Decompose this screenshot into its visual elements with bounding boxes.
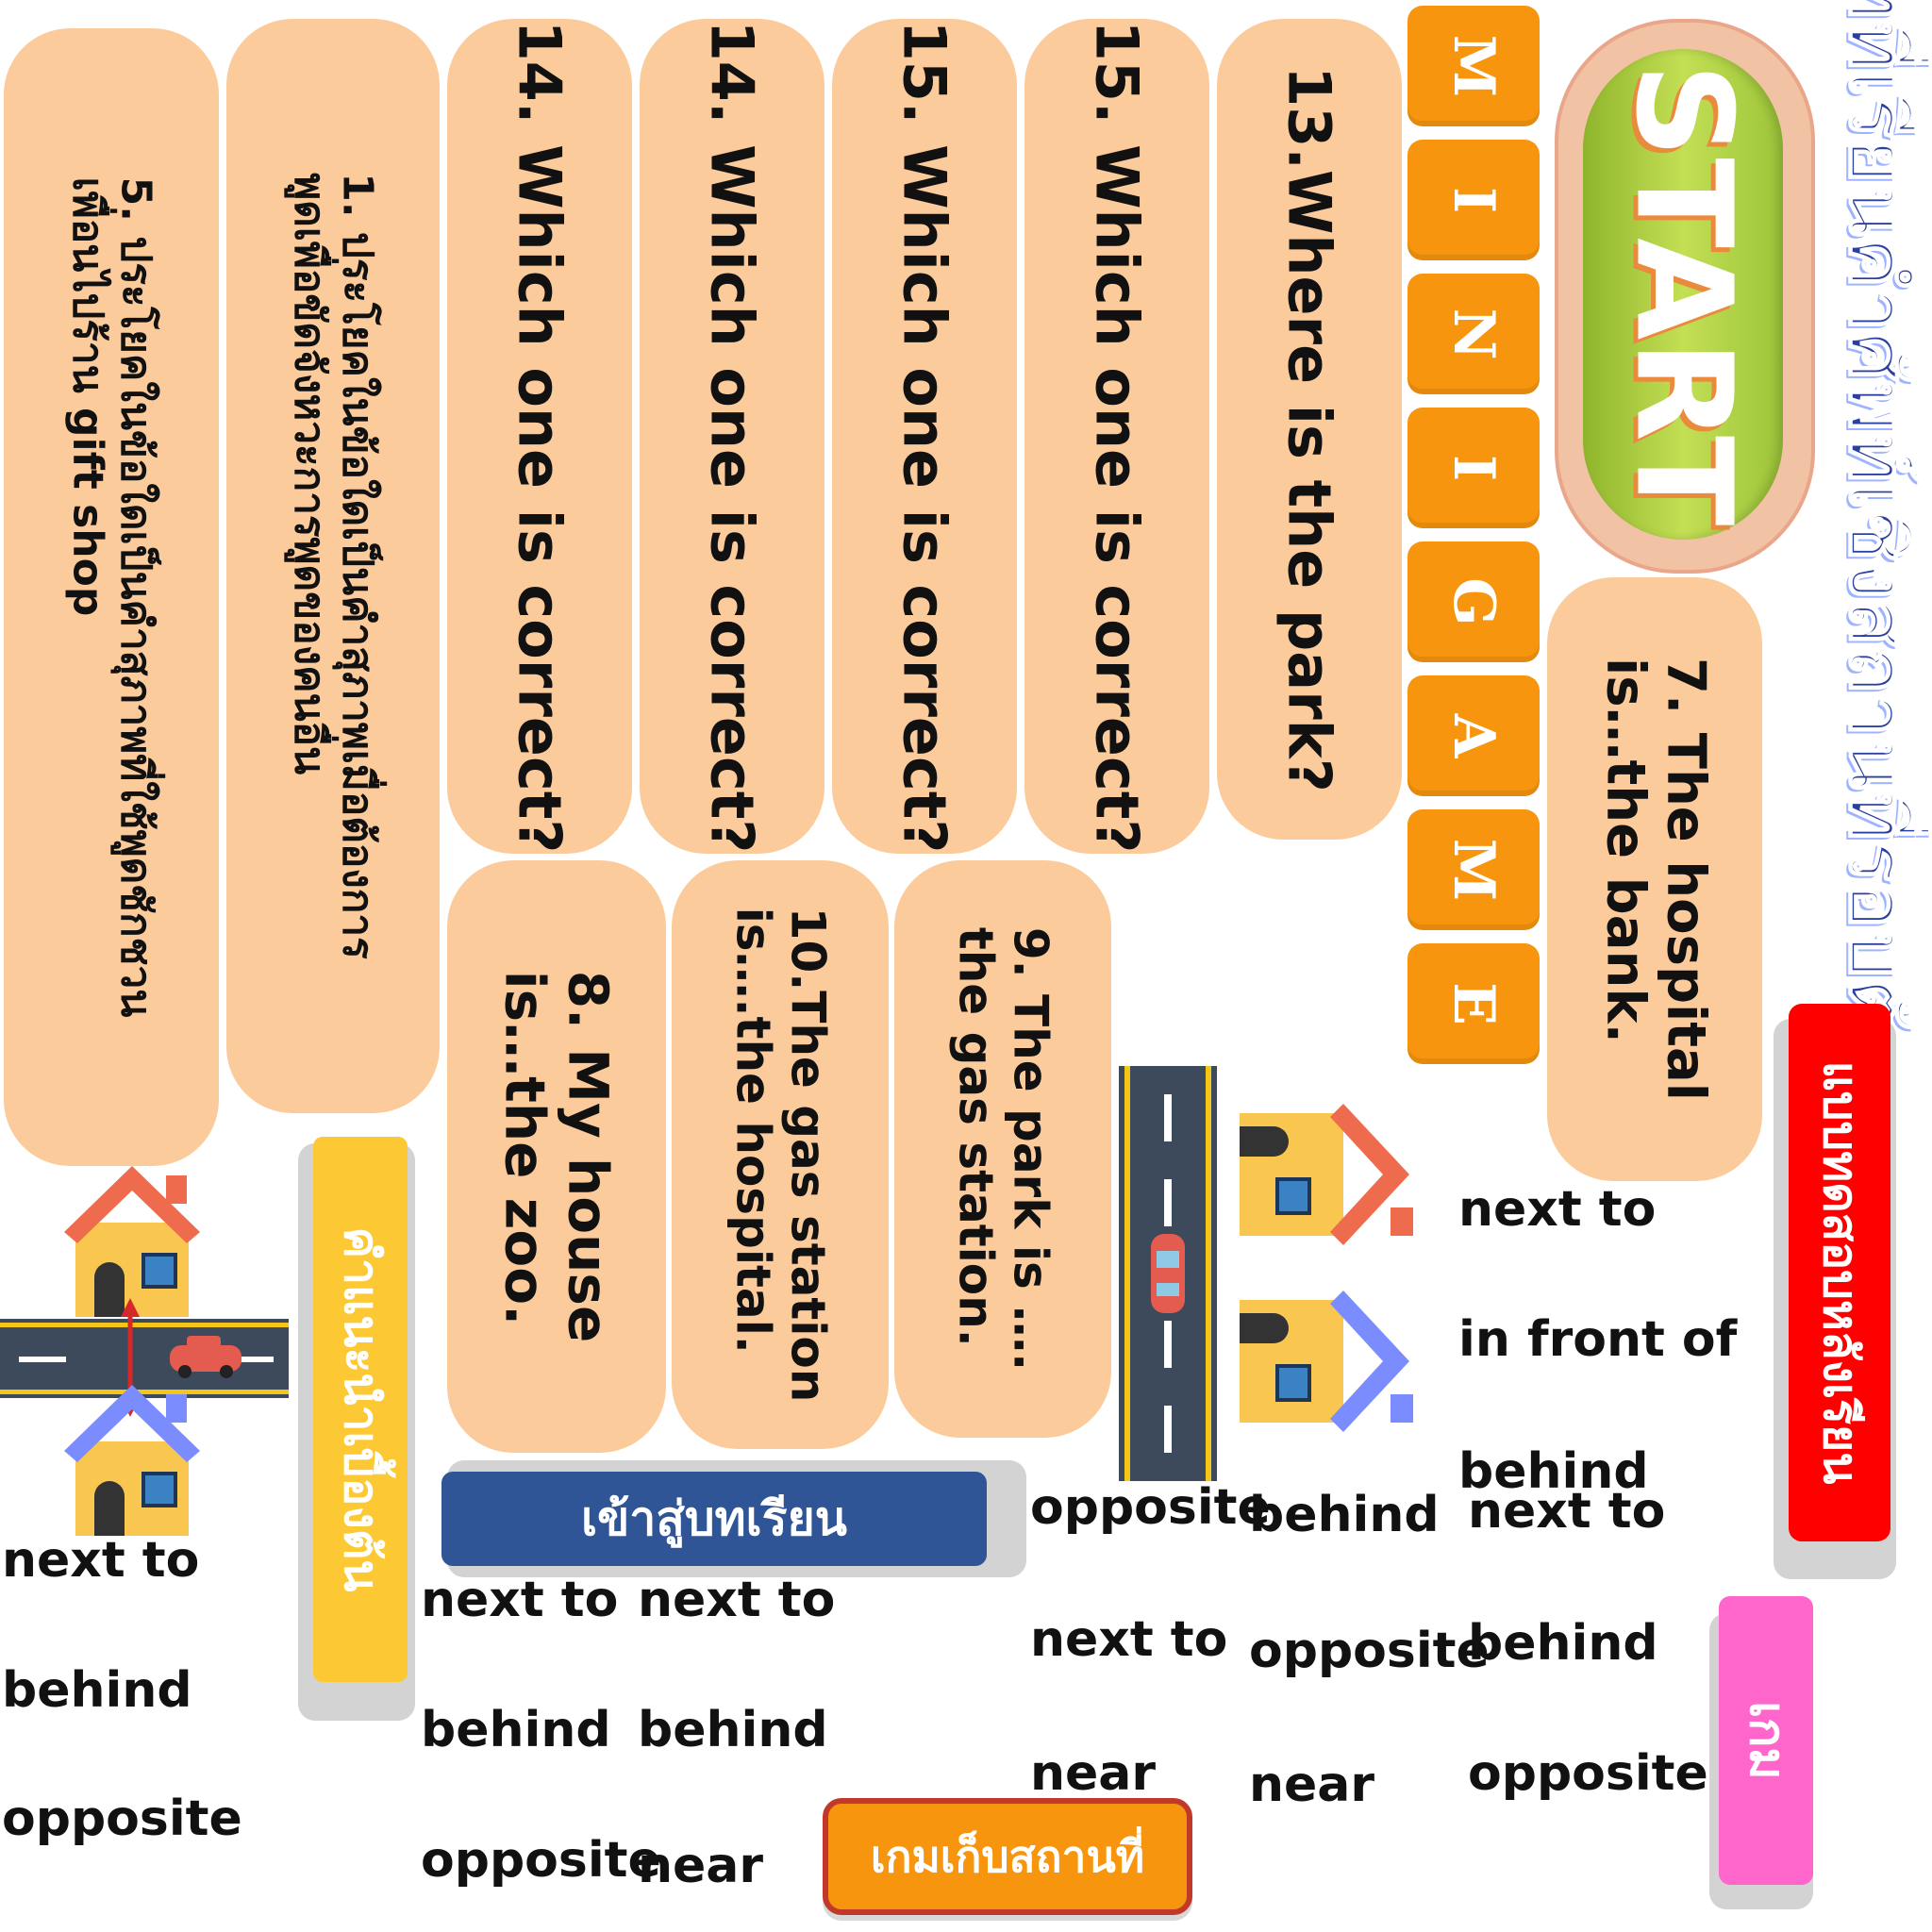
- collect-game-button[interactable]: เกมเก็บสถานที่: [823, 1798, 1192, 1915]
- option-q10-behind[interactable]: behind: [638, 1702, 828, 1758]
- intro-button[interactable]: คำแนะนำเบื้องต้น: [313, 1137, 408, 1682]
- question-card-10[interactable]: 10.The gas station is….the hospital.: [672, 860, 889, 1449]
- option-left-opposite[interactable]: opposite: [2, 1790, 242, 1847]
- option-left-next-to[interactable]: next to: [2, 1532, 200, 1589]
- option-q7-next-to[interactable]: next to: [1458, 1181, 1657, 1238]
- option-q7b-opposite[interactable]: opposite: [1468, 1745, 1708, 1802]
- minigame-tile-m2[interactable]: M: [1407, 809, 1540, 930]
- vertical-road-illustration: [1119, 1066, 1413, 1481]
- minigame-tile-a[interactable]: A: [1407, 675, 1540, 796]
- option-q9-near[interactable]: near: [1030, 1745, 1157, 1802]
- road-icon: [0, 1319, 289, 1398]
- option-q8-opposite[interactable]: opposite: [421, 1832, 661, 1889]
- page-title: บทที่เรียนคำศัพท์เชิงสถานที่รอบตัว: [1831, 0, 1923, 1073]
- option-q8-behind[interactable]: behind: [421, 1702, 611, 1758]
- question-card-1[interactable]: 1. ประโยคในข้อใดเป็นคำสุภาพเมื่อต้องการ …: [226, 19, 440, 1113]
- option-q9b-opposite[interactable]: opposite: [1249, 1623, 1490, 1679]
- minigame-tile-i[interactable]: I: [1407, 140, 1540, 260]
- house-icon: [1240, 1291, 1413, 1432]
- minigame-tile-n[interactable]: N: [1407, 274, 1540, 394]
- option-left-behind[interactable]: behind: [2, 1662, 192, 1719]
- question-card-5[interactable]: 5. ประโยคในข้อใดเป็นคำสุภาพที่ใช้พูดชักช…: [4, 28, 219, 1166]
- house-icon: [64, 1385, 200, 1536]
- question-card-7[interactable]: 7. The hospital is…the bank.: [1547, 577, 1762, 1181]
- option-q10-next-to[interactable]: next to: [638, 1572, 836, 1628]
- option-q10-near[interactable]: near: [638, 1838, 764, 1894]
- enter-lesson-button[interactable]: เข้าสู่บทเรียน: [441, 1472, 987, 1566]
- house-icon: [1240, 1104, 1413, 1245]
- question-card-15b[interactable]: 15. Which one is correct?: [832, 19, 1017, 854]
- start-button[interactable]: START: [1555, 19, 1815, 574]
- house-icon: [64, 1166, 200, 1317]
- minigame-tile-i2[interactable]: I: [1407, 408, 1540, 528]
- posttest-button[interactable]: แบบทดสอบหลังเรียน: [1789, 1004, 1890, 1541]
- option-q8-next-to[interactable]: next to: [421, 1572, 619, 1628]
- start-button-inner: START: [1583, 49, 1783, 540]
- option-q9-next-to[interactable]: next to: [1030, 1611, 1228, 1668]
- option-q9b-behind[interactable]: behind: [1249, 1487, 1440, 1543]
- option-q9b-near[interactable]: near: [1249, 1757, 1375, 1813]
- option-q7-behind[interactable]: behind: [1458, 1443, 1649, 1500]
- minigame-tile-m[interactable]: M: [1407, 6, 1540, 126]
- option-q7b-next-to[interactable]: next to: [1468, 1483, 1666, 1540]
- minigame-tile-g[interactable]: G: [1407, 541, 1540, 662]
- question-card-15a[interactable]: 15. Which one is correct?: [1024, 19, 1209, 854]
- option-q9-opposite[interactable]: opposite: [1030, 1479, 1271, 1536]
- option-q7b-behind[interactable]: behind: [1468, 1615, 1658, 1672]
- car-icon: [1151, 1234, 1185, 1313]
- game-button[interactable]: เกม: [1719, 1596, 1813, 1885]
- question-card-8[interactable]: 8. My house is…the zoo.: [447, 860, 666, 1453]
- question-card-9[interactable]: 9. The park is …. the gas station.: [894, 860, 1111, 1438]
- horizontal-road-illustration: [0, 1166, 289, 1536]
- minigame-tile-e[interactable]: E: [1407, 943, 1540, 1064]
- option-q7-in-front-of[interactable]: in front of: [1458, 1311, 1738, 1368]
- question-card-14a[interactable]: 14. Which one is correct?: [640, 19, 824, 854]
- question-card-13[interactable]: 13.Where is the park?: [1217, 19, 1402, 840]
- question-card-14b[interactable]: 14. Which one is correct?: [447, 19, 632, 854]
- car-icon: [170, 1336, 242, 1378]
